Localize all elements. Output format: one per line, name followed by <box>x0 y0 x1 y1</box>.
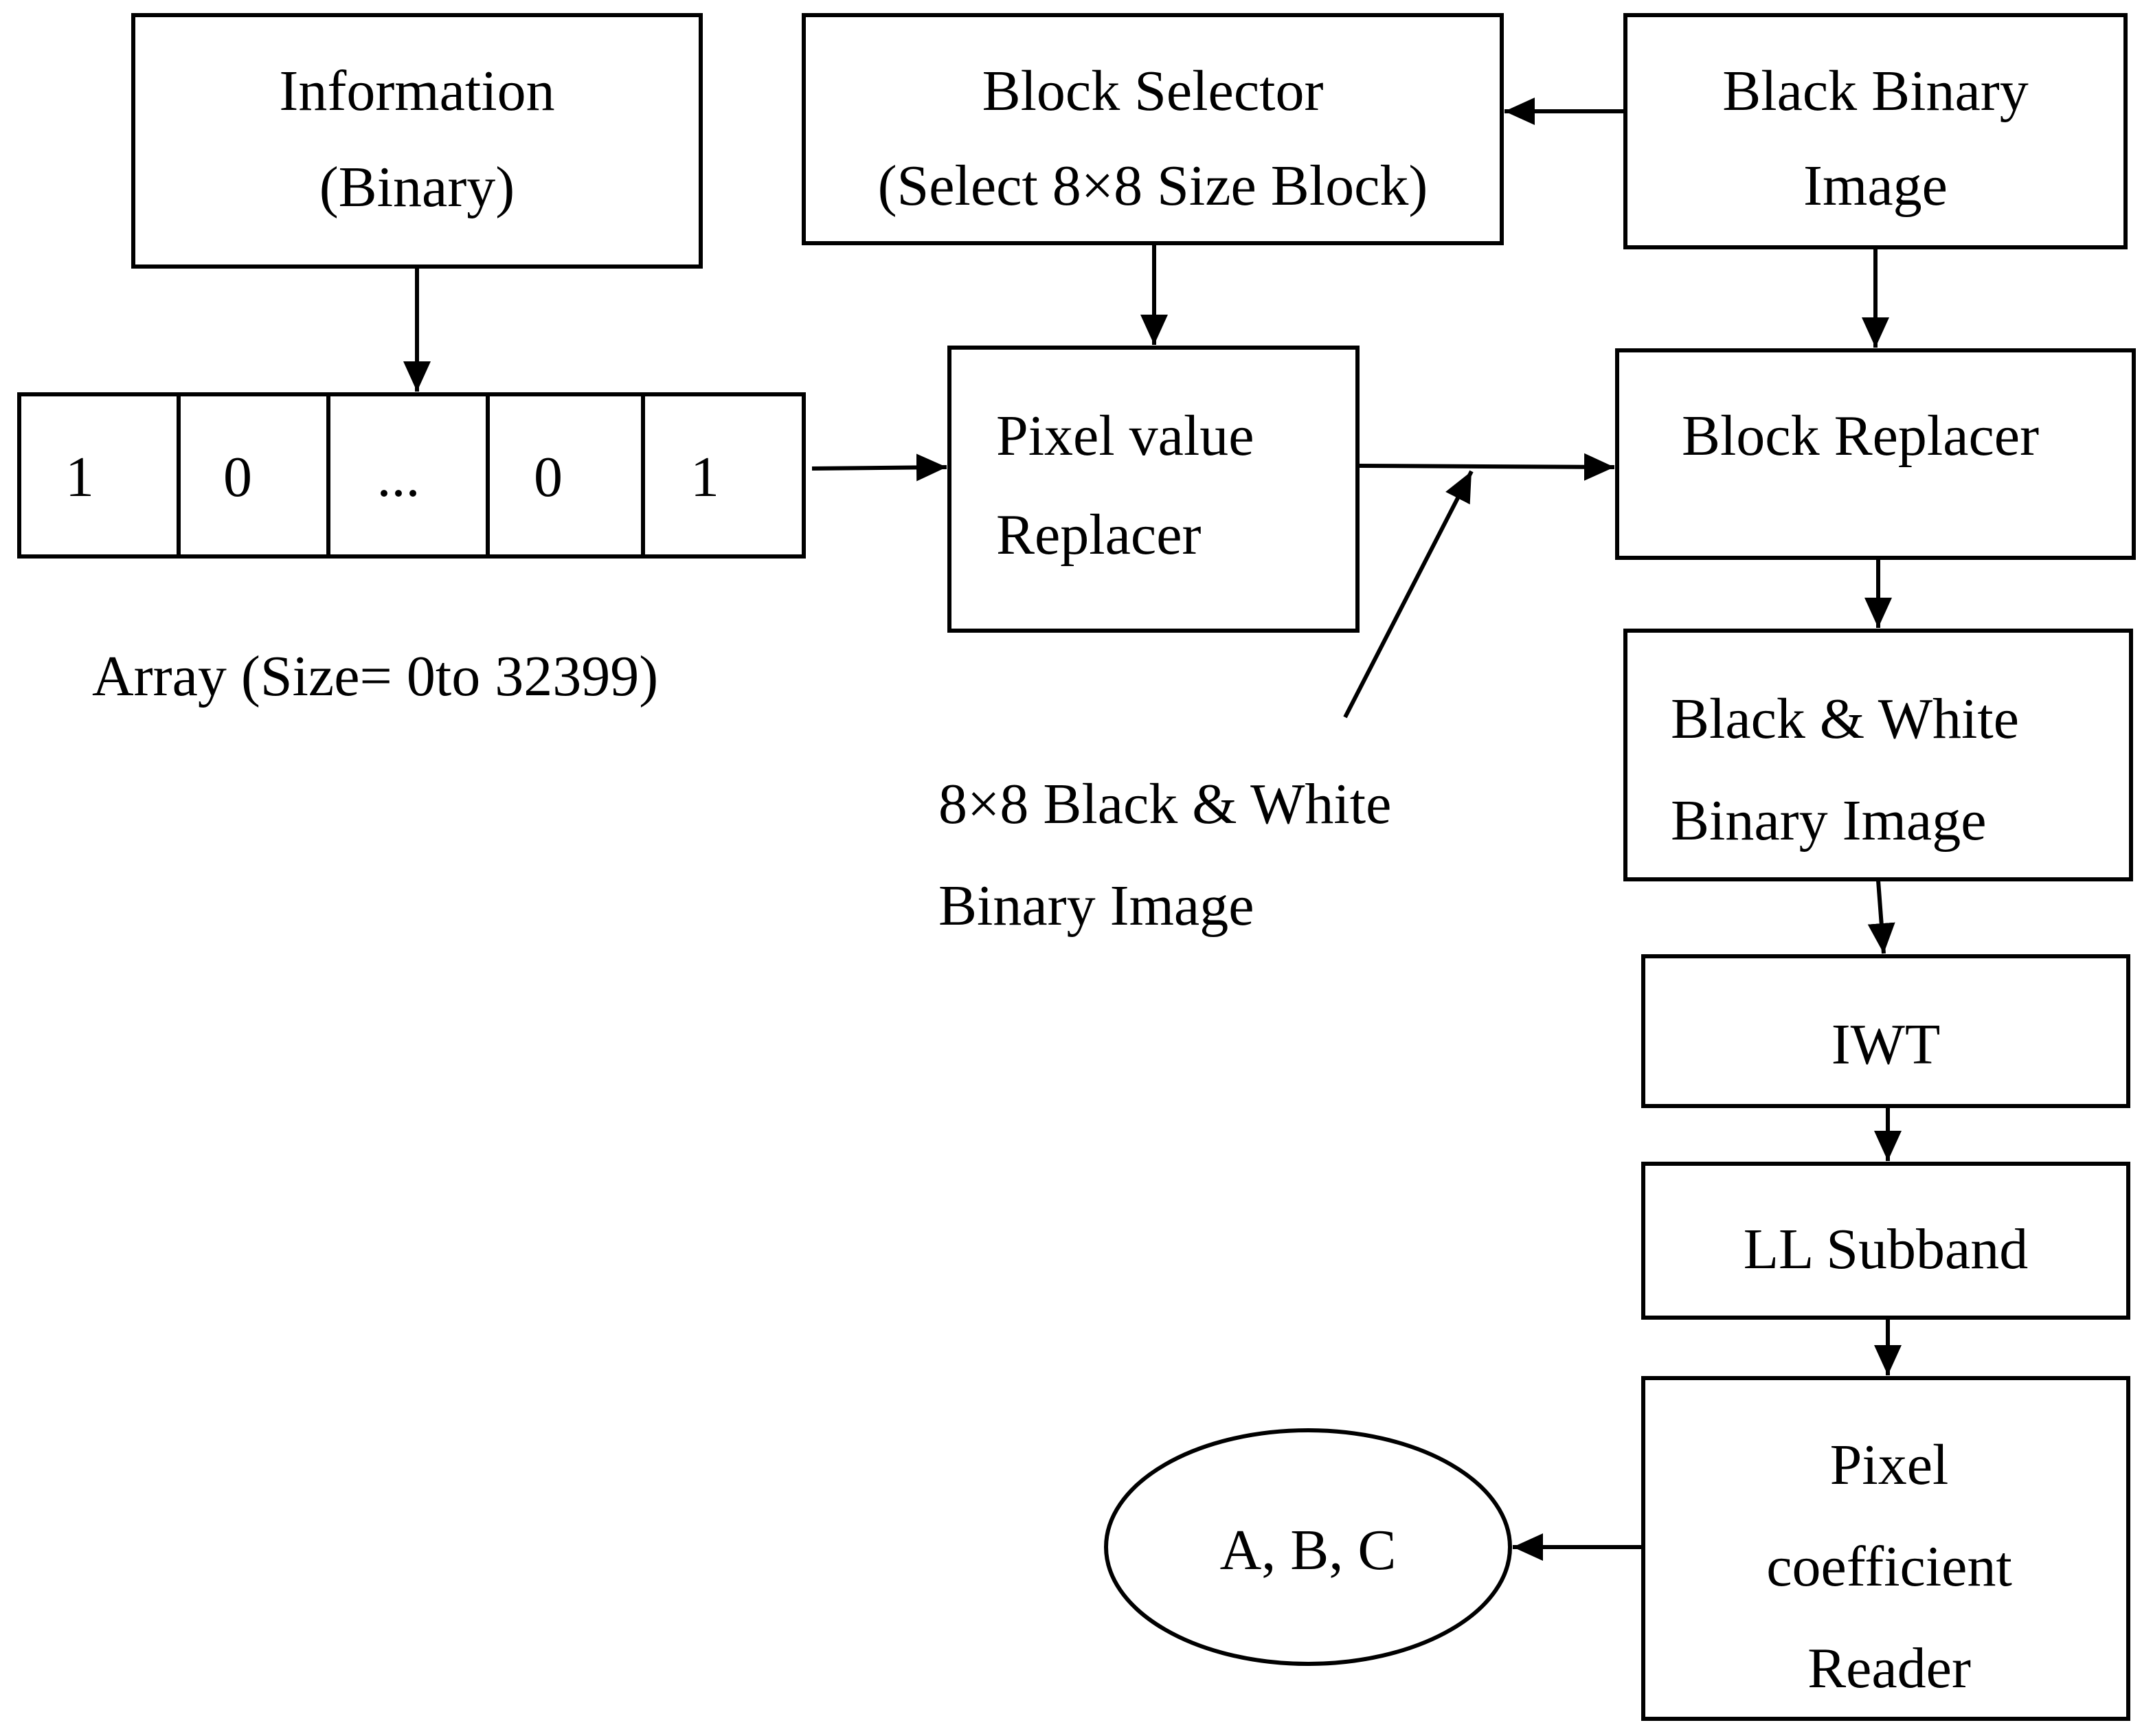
information-label: Information <box>279 59 554 123</box>
arrow-pixel-replacer-to-block-replacer <box>1358 453 1615 481</box>
ll-subband-box: LL Subband <box>1641 1162 2130 1320</box>
array-cell: ... <box>377 445 420 509</box>
iwt-box: IWT <box>1641 954 2130 1108</box>
black-binary-image-sublabel: Image <box>1803 154 1948 218</box>
arrow-bw-image-to-iwt <box>1867 880 1895 954</box>
block-selector-label: Block Selector <box>982 59 1324 123</box>
bw-binary-image-sublabel: Binary Image <box>1671 789 1987 853</box>
output-ellipse: A, B, C <box>1104 1428 1512 1666</box>
array-cell: 1 <box>690 445 719 509</box>
information-box: Information (Binary) <box>131 13 703 269</box>
pixel-value-replacer-box: Pixel value Replacer <box>947 346 1360 633</box>
block-replacer-box: Block Replacer <box>1615 348 2136 560</box>
pixel-coefficient-reader-box: Pixel coefficient Reader <box>1641 1376 2130 1721</box>
pixel-value-replacer-sublabel: Replacer <box>996 503 1201 567</box>
black-binary-image-box: Black Binary Image <box>1623 13 2128 249</box>
pixel-coefficient-reader-label-2: coefficient <box>1766 1535 2012 1599</box>
array-caption: Array (Size= 0to 32399) <box>92 644 658 708</box>
annotation-sublabel: Binary Image <box>938 874 1254 938</box>
pixel-coefficient-reader-label: Pixel <box>1830 1433 1949 1497</box>
information-sublabel: (Binary) <box>319 155 515 219</box>
array-cell: 0 <box>534 445 563 509</box>
arrow-annotation-to-connector <box>1343 470 1474 719</box>
binary-array: 1 0 ... 0 1 <box>17 392 806 559</box>
arrow-array-to-pixel-replacer <box>811 453 947 482</box>
array-cell: 1 <box>65 445 94 509</box>
black-binary-image-label: Black Binary <box>1722 59 2029 123</box>
pixel-coefficient-reader-label-3: Reader <box>1807 1636 1971 1700</box>
array-cell: 0 <box>223 445 252 509</box>
block-replacer-label: Block Replacer <box>1682 404 2039 468</box>
block-selector-box: Block Selector (Select 8×8 Size Block) <box>802 13 1504 245</box>
pixel-value-replacer-label: Pixel value <box>996 404 1254 468</box>
block-selector-sublabel: (Select 8×8 Size Block) <box>878 154 1428 218</box>
annotation-label: 8×8 Black & White <box>938 772 1391 836</box>
output-label: A, B, C <box>1220 1518 1397 1582</box>
iwt-label: IWT <box>1831 1013 1941 1076</box>
bw-binary-image-box: Black & White Binary Image <box>1623 629 2133 881</box>
ll-subband-label: LL Subband <box>1744 1217 2029 1281</box>
bw-binary-image-label: Black & White <box>1671 687 2019 751</box>
